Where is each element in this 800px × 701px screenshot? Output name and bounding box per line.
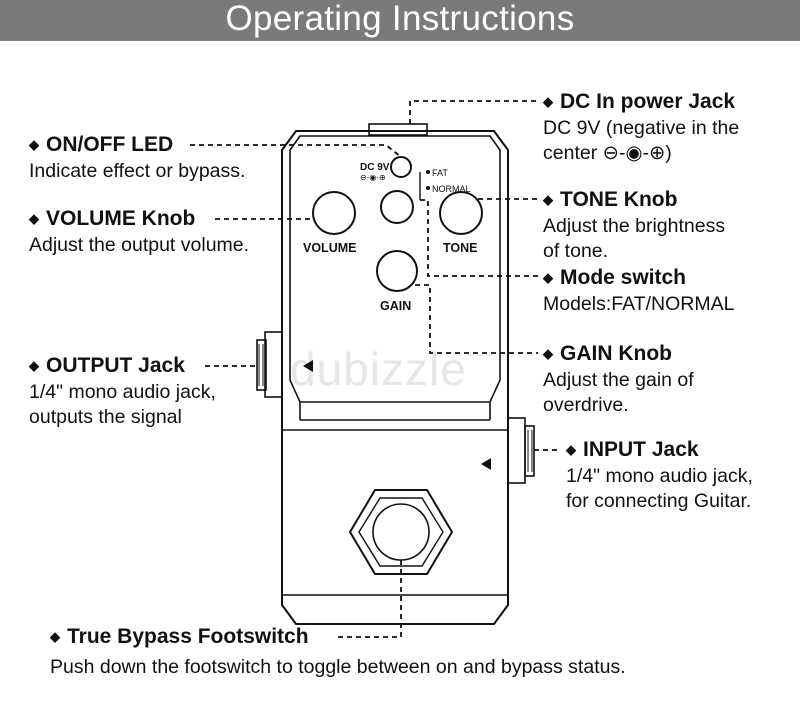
led-icon (390, 156, 412, 178)
leader-dc (409, 100, 538, 124)
callout-footswitch: ◆ True Bypass Footswitch Push down the fo… (50, 625, 626, 680)
header-bar: Operating Instructions (0, 0, 800, 41)
dc-label: DC 9V (360, 162, 390, 173)
callout-title: VOLUME Knob (46, 207, 196, 230)
bullet-icon: ◆ (29, 211, 39, 226)
watermark: dubizzle (290, 343, 467, 395)
callout-title: DC In power Jack (560, 90, 736, 113)
callout-input: ◆ INPUT Jack 1/4" mono audio jack, for co… (566, 438, 753, 514)
callout-mode: ◆ Mode switch Models:FAT/NORMAL (543, 266, 734, 317)
callout-desc: Indicate effect or bypass. (29, 160, 246, 182)
callout-desc: Push down the footswitch to toggle betwe… (50, 656, 626, 678)
callout-title: TONE Knob (560, 188, 678, 211)
bullet-icon: ◆ (29, 137, 39, 152)
bullet-icon: ◆ (566, 442, 576, 457)
bullet-icon: ◆ (543, 346, 553, 361)
fat-label: FAT (432, 168, 448, 178)
tone-label: TONE (443, 241, 478, 255)
page-title: Operating Instructions (225, 0, 575, 38)
output-jack (256, 331, 283, 398)
leader-footswitch (336, 560, 402, 638)
callout-desc: Models:FAT/NORMAL (543, 293, 735, 315)
callout-desc: DC 9V (negative in the (543, 117, 740, 139)
callout-output: ◆ OUTPUT Jack 1/4" mono audio jack, outpu… (29, 354, 216, 430)
callout-desc: outputs the signal (29, 406, 182, 428)
callout-title: True Bypass Footswitch (67, 625, 309, 648)
gain-knob (376, 250, 418, 292)
callout-desc: overdrive. (543, 394, 629, 416)
bullet-icon: ◆ (29, 358, 39, 373)
callout-desc: center ⊖-◉-⊕) (543, 142, 672, 164)
callout-volume: ◆ VOLUME Knob Adjust the output volume. (29, 207, 249, 258)
callout-dc-in: ◆ DC In power Jack DC 9V (negative in the… (543, 90, 739, 166)
callout-desc: Adjust the brightness (543, 215, 726, 237)
callout-desc: for connecting Guitar. (566, 490, 752, 512)
callout-title: GAIN Knob (560, 342, 672, 365)
bullet-icon: ◆ (543, 94, 553, 109)
bullet-icon: ◆ (50, 629, 60, 644)
mode-knob (380, 190, 414, 224)
callout-desc: Adjust the gain of (543, 369, 694, 391)
dc-jack (368, 123, 428, 136)
leader-led (190, 144, 402, 158)
input-jack (507, 417, 535, 484)
pedal-body (281, 130, 509, 625)
normal-label: NORMAL (432, 184, 471, 194)
callout-title: ON/OFF LED (46, 133, 174, 156)
bullet-icon: ◆ (543, 192, 553, 207)
callout-tone: ◆ TONE Knob Adjust the brightness of tone… (543, 188, 725, 264)
volume-label: VOLUME (303, 241, 356, 255)
footswitch (348, 489, 454, 575)
callout-led: ◆ ON/OFF LED Indicate effect or bypass. (29, 133, 245, 184)
callout-desc: 1/4" mono audio jack, (29, 381, 216, 403)
callout-gain: ◆ GAIN Knob Adjust the gain of overdrive. (543, 342, 694, 418)
leader-gain (415, 284, 538, 354)
callout-desc: Adjust the output volume. (29, 234, 250, 256)
callout-desc: of tone. (543, 240, 609, 262)
callout-title: INPUT Jack (583, 438, 699, 461)
callout-title: OUTPUT Jack (46, 354, 185, 377)
bullet-icon: ◆ (543, 270, 553, 285)
tone-knob (439, 191, 483, 235)
callout-title: Mode switch (560, 266, 687, 289)
gain-label: GAIN (380, 299, 411, 313)
callout-desc: 1/4" mono audio jack, (566, 465, 753, 487)
dc-polarity-mini: ⊖-◉-⊕ (360, 173, 386, 182)
leader-mode (420, 199, 538, 277)
volume-knob (312, 191, 356, 235)
